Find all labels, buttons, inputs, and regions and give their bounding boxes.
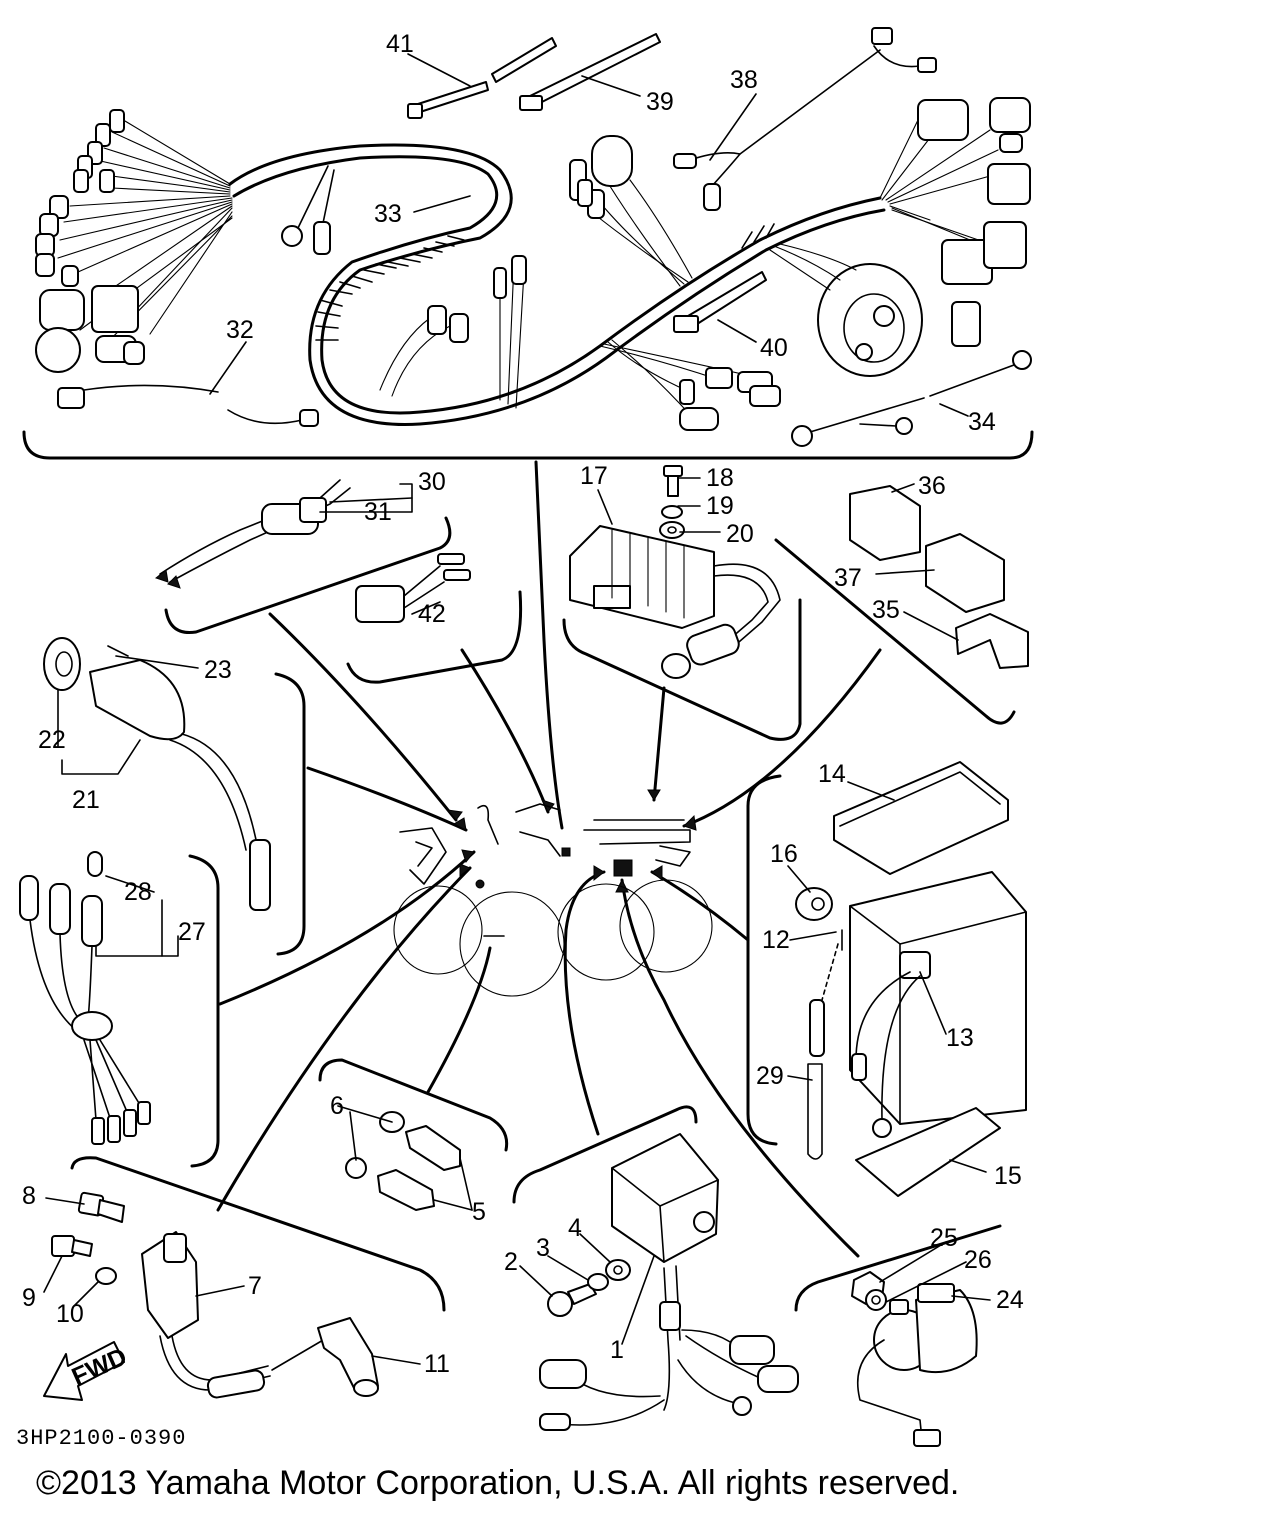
part-2-4-screw-washers xyxy=(547,1259,631,1317)
bracket-group-35-37 xyxy=(774,538,1016,725)
callout-31: 31 xyxy=(364,498,392,526)
callout-22: 22 xyxy=(38,726,66,754)
part-8-10-bolts xyxy=(51,1191,125,1285)
callout-5: 5 xyxy=(472,1198,486,1226)
callout-3: 3 xyxy=(536,1234,550,1262)
callout-16: 16 xyxy=(770,840,798,868)
part-15-pad xyxy=(855,1107,1001,1197)
callout-13: 13 xyxy=(946,1024,974,1052)
diagram-code: 3HP2100-0390 xyxy=(16,1426,186,1451)
callout-42: 42 xyxy=(418,600,446,628)
callout-41: 41 xyxy=(386,30,414,58)
bracket-group-5-6 xyxy=(318,1058,509,1152)
callout-4: 4 xyxy=(568,1214,582,1242)
callout-8: 8 xyxy=(22,1182,36,1210)
part-39-band xyxy=(519,33,661,111)
callout-20: 20 xyxy=(726,520,754,548)
part-1-cdi-unit xyxy=(539,1133,799,1431)
callout-23: 23 xyxy=(204,656,232,684)
part-21-23-plug xyxy=(43,637,271,911)
part-17-rectifier xyxy=(569,525,781,679)
callout-36: 36 xyxy=(918,472,946,500)
part-7-ignition-coil xyxy=(141,1231,271,1399)
part-11-plug-cap xyxy=(271,1317,379,1397)
fwd-arrow: FWD xyxy=(43,1341,131,1401)
callout-26: 26 xyxy=(964,1246,992,1274)
callout-19: 19 xyxy=(706,492,734,520)
callout-2: 2 xyxy=(504,1248,518,1276)
callout-40: 40 xyxy=(760,334,788,362)
callout-38: 38 xyxy=(730,66,758,94)
bracket-group-21-23 xyxy=(274,672,306,956)
callout-39: 39 xyxy=(646,88,674,116)
copyright-notice: ©2013 Yamaha Motor Corporation, U.S.A. A… xyxy=(36,1464,960,1502)
part-12-battery xyxy=(841,871,1027,1138)
callout-21: 21 xyxy=(72,786,100,814)
bracket-harness-group xyxy=(22,430,1034,460)
callout-15: 15 xyxy=(994,1162,1022,1190)
callout-14: 14 xyxy=(818,760,846,788)
part-14-battery-cover xyxy=(833,761,1009,875)
part-42-relay xyxy=(355,553,471,623)
callout-32: 32 xyxy=(226,316,254,344)
part-35-37-covers xyxy=(849,485,1029,669)
bracket-group-1-4 xyxy=(512,1105,698,1204)
callout-33: 33 xyxy=(374,200,402,228)
callout-27: 27 xyxy=(178,918,206,946)
callout-12: 12 xyxy=(762,926,790,954)
callout-35: 35 xyxy=(872,596,900,624)
part-18-20-bolt-washers xyxy=(659,465,685,539)
callout-1: 1 xyxy=(610,1336,624,1364)
callout-6: 6 xyxy=(330,1092,344,1120)
part-40-band xyxy=(673,271,767,333)
callout-leaders xyxy=(43,53,991,1365)
part-16-grommet xyxy=(795,887,833,921)
part-41-clamp xyxy=(407,37,557,119)
bracket-group-42 xyxy=(346,590,523,684)
gauge-connector xyxy=(769,243,923,377)
part-25-26-nut-washer xyxy=(851,1271,887,1311)
part-38-lead xyxy=(673,27,937,211)
callout-29: 29 xyxy=(756,1062,784,1090)
part-5-6-bolts xyxy=(345,1111,461,1211)
callout-24: 24 xyxy=(996,1286,1024,1314)
callout-30: 30 xyxy=(418,468,446,496)
wiring-harness-33 xyxy=(35,97,1031,431)
bracket-group-7-11 xyxy=(70,1156,446,1312)
part-32-lead xyxy=(57,384,319,427)
callout-17: 17 xyxy=(580,462,608,490)
bracket-group-24-26 xyxy=(794,1224,1002,1312)
callout-34: 34 xyxy=(968,408,996,436)
callout-numbers: 41 39 38 33 32 40 34 30 31 17 18 19 20 3… xyxy=(22,30,1024,1378)
callout-28: 28 xyxy=(124,878,152,906)
bracket-group-17-20 xyxy=(562,598,802,741)
callout-37: 37 xyxy=(834,564,862,592)
callout-9: 9 xyxy=(22,1284,36,1312)
bracket-group-27-28 xyxy=(188,854,220,1168)
callout-7: 7 xyxy=(248,1272,262,1300)
bracket-group-30-31 xyxy=(164,516,452,635)
callout-10: 10 xyxy=(56,1300,84,1328)
callout-25: 25 xyxy=(930,1224,958,1252)
group-brackets xyxy=(22,430,1034,1312)
callout-11: 11 xyxy=(424,1350,450,1378)
callout-18: 18 xyxy=(706,464,734,492)
part-29-breather xyxy=(807,943,839,1160)
part-30-31-fuse xyxy=(154,479,351,589)
part-24-horn xyxy=(856,1283,978,1447)
part-27-28-sockets xyxy=(19,851,151,1145)
part-34-lead xyxy=(791,350,1032,447)
motorcycle-outline xyxy=(393,803,713,997)
